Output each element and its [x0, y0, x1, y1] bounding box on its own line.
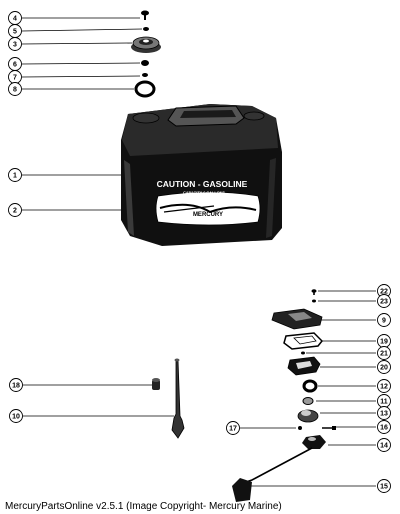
tank-caution-label: CAUTION - GASOLINE [157, 179, 248, 189]
callout-16-circle [377, 420, 391, 434]
callout-21-circle [377, 346, 391, 360]
callout-6: 6 [13, 62, 17, 69]
callout-15-circle [377, 479, 391, 493]
part-13-gauge-body [297, 409, 319, 423]
callout-4: 4 [13, 16, 17, 23]
part-20-lens [287, 356, 321, 376]
part-9-gauge-cover [271, 308, 323, 330]
callout-1-circle [8, 168, 22, 182]
callout-23-circle [377, 294, 391, 308]
callout-10: 10 [12, 414, 20, 421]
callout-12-circle [377, 379, 391, 393]
callout-3-circle [8, 37, 22, 51]
tank-capacity-label: CAPACITY 6 GALLONS [183, 191, 225, 195]
callout-10-circle [9, 409, 23, 423]
part-11-bushing [302, 397, 314, 405]
part-18-fitting [152, 378, 160, 390]
leader-line-6 [21, 62, 141, 65]
callout-2: 2 [13, 208, 17, 215]
callout-9: 9 [382, 318, 386, 325]
leader-line-7 [21, 75, 141, 78]
callout-20-circle [377, 360, 391, 374]
part-10-pickup-tube [171, 358, 185, 439]
tank-brand-logo-text: MERCURY [193, 212, 223, 218]
callout-13-circle [377, 406, 391, 420]
callout-5: 5 [13, 29, 17, 36]
part-16-screw [322, 426, 336, 430]
callout-21: 21 [380, 351, 388, 358]
callout-8-circle [8, 82, 22, 96]
part-12-seal-ring [302, 379, 318, 393]
callout-9-circle [377, 313, 391, 327]
callout-12: 12 [380, 384, 388, 391]
part-7-washer [142, 73, 148, 77]
callout-15: 15 [380, 484, 388, 491]
part-3-filler-cap [131, 36, 161, 53]
part-5-washer [143, 27, 149, 31]
part-23-washer [312, 299, 316, 303]
part-17-washer [298, 426, 302, 430]
leader-line-3 [21, 42, 133, 45]
part-15-float-arm [232, 447, 313, 502]
callout-11: 11 [380, 399, 388, 406]
part-14-gauge-base [302, 435, 326, 449]
callout-8: 8 [13, 87, 17, 94]
callout-18: 18 [12, 383, 20, 390]
part-8-gasket [134, 80, 156, 98]
callout-19: 19 [380, 339, 388, 346]
callout-14-circle [377, 438, 391, 452]
part-6-seal [141, 60, 149, 66]
callout-22: 22 [380, 289, 388, 296]
callout-2-circle [8, 203, 22, 217]
callout-7: 7 [13, 75, 17, 82]
callout-1: 1 [13, 173, 17, 180]
callout-18-circle [9, 378, 23, 392]
leader-line-5 [21, 28, 143, 32]
callout-23: 23 [380, 299, 388, 306]
callout-20: 20 [380, 365, 388, 372]
copyright-footer: MercuryPartsOnline v2.5.1 (Image Copyrig… [5, 501, 282, 512]
part-21-pin [301, 351, 305, 355]
callout-13: 13 [380, 411, 388, 418]
callout-16: 16 [380, 425, 388, 432]
callout-17-circle [226, 421, 240, 435]
callout-3: 3 [13, 42, 17, 49]
callout-17: 17 [229, 426, 237, 433]
callout-14: 14 [380, 443, 388, 450]
part-19-gasket [283, 332, 324, 350]
part-4-screw [141, 10, 149, 20]
part-1-fuel-tank: MERCURY CAUTION - GASOLINE CAPACITY 6 GA… [121, 104, 282, 246]
part-22-screw [311, 289, 317, 295]
